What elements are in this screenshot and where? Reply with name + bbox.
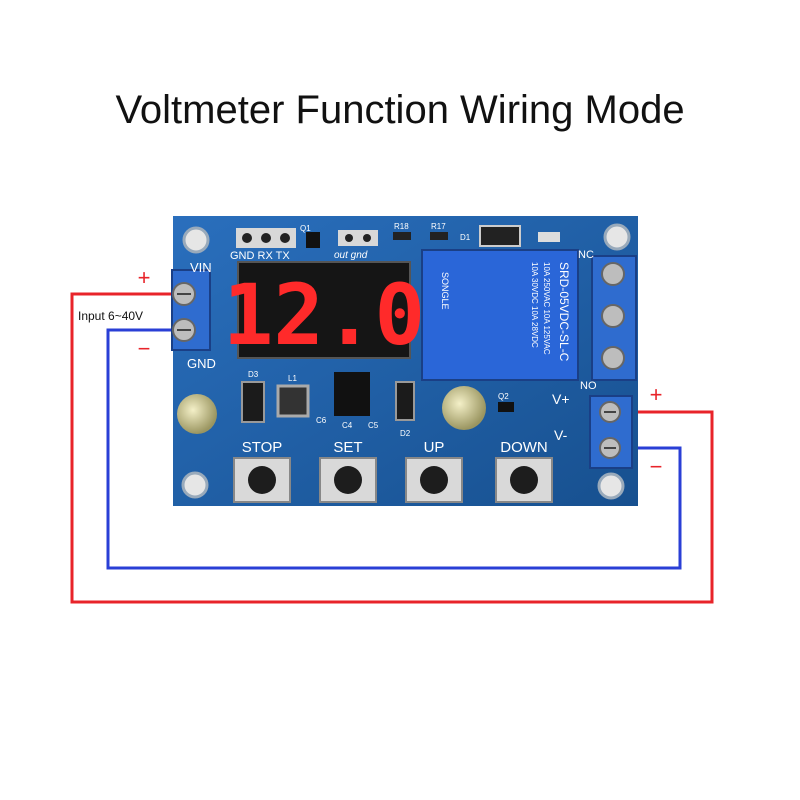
right-plus-sign: + xyxy=(650,382,663,407)
serial-header xyxy=(236,228,296,248)
left-plus-sign: + xyxy=(138,265,151,290)
d3-diode xyxy=(241,381,265,423)
voltage-sense-terminal xyxy=(589,395,633,469)
out-gnd-pads xyxy=(338,230,378,246)
header-pins-label: GND RX TX xyxy=(230,250,290,262)
r18-label: R18 xyxy=(394,222,409,231)
r17-resistor xyxy=(430,232,448,240)
q1-label: Q1 xyxy=(300,224,311,233)
relay-terminal-block xyxy=(591,255,637,381)
left-capacitor xyxy=(177,394,217,434)
c6-label: C6 xyxy=(316,416,327,425)
q2-transistor xyxy=(498,402,514,412)
gnd-label: GND xyxy=(187,356,216,371)
r17-label: R17 xyxy=(431,222,446,231)
display-value: 12.0 xyxy=(223,266,425,364)
set-label: SET xyxy=(333,439,362,456)
down-button[interactable] xyxy=(495,457,553,503)
l1-label: L1 xyxy=(288,374,297,383)
vin-label: VIN xyxy=(190,260,212,275)
ic-chip xyxy=(334,372,370,416)
d1-diode xyxy=(479,225,521,247)
svg-text:10A 30VDC 10A 28VDC: 10A 30VDC 10A 28VDC xyxy=(530,262,539,348)
svg-text:SRD-05VDC-SL-C: SRD-05VDC-SL-C xyxy=(557,262,571,362)
seven-segment-display xyxy=(237,261,411,359)
led-indicator xyxy=(538,232,560,242)
d1-label: D1 xyxy=(460,233,471,242)
up-button[interactable] xyxy=(405,457,463,503)
relay xyxy=(421,249,579,381)
q1-transistor xyxy=(306,232,320,248)
left-minus-sign: − xyxy=(138,336,151,361)
d3-label: D3 xyxy=(248,370,259,379)
stop-button[interactable] xyxy=(233,457,291,503)
relay-markings: SRD-05VDC-SL-C 10A 250VAC 10A 125VAC 10A… xyxy=(440,262,571,362)
vin-terminal-block xyxy=(171,269,211,351)
positive-wire xyxy=(70,292,714,604)
svg-text:10A 250VAC 10A 125VAC: 10A 250VAC 10A 125VAC xyxy=(542,262,551,355)
vminus-label: V- xyxy=(554,427,568,443)
right-capacitor xyxy=(442,386,486,430)
q2-label: Q2 xyxy=(498,392,509,401)
negative-wire xyxy=(106,328,682,570)
c4-label: C4 xyxy=(342,421,353,430)
down-label: DOWN xyxy=(500,439,548,456)
l1-inductor xyxy=(276,384,310,418)
nc-label: NC xyxy=(578,249,594,261)
c5-label: C5 xyxy=(368,421,379,430)
out-gnd-label: out gnd xyxy=(334,250,368,261)
d2-diode xyxy=(395,381,415,421)
input-voltage-label: Input 6~40V xyxy=(78,309,143,323)
right-minus-sign: − xyxy=(650,454,663,479)
diagram-title: Voltmeter Function Wiring Mode xyxy=(115,88,685,132)
mounting-holes xyxy=(181,223,631,500)
no-label: NO xyxy=(580,380,597,392)
svg-text:SONGLE: SONGLE xyxy=(440,272,450,310)
up-label: UP xyxy=(424,439,445,456)
set-button[interactable] xyxy=(319,457,377,503)
stop-label: STOP xyxy=(242,439,283,456)
input-label-bg xyxy=(74,306,170,324)
d2-label: D2 xyxy=(400,429,411,438)
r18-resistor xyxy=(393,232,411,240)
vplus-label: V+ xyxy=(552,391,570,407)
